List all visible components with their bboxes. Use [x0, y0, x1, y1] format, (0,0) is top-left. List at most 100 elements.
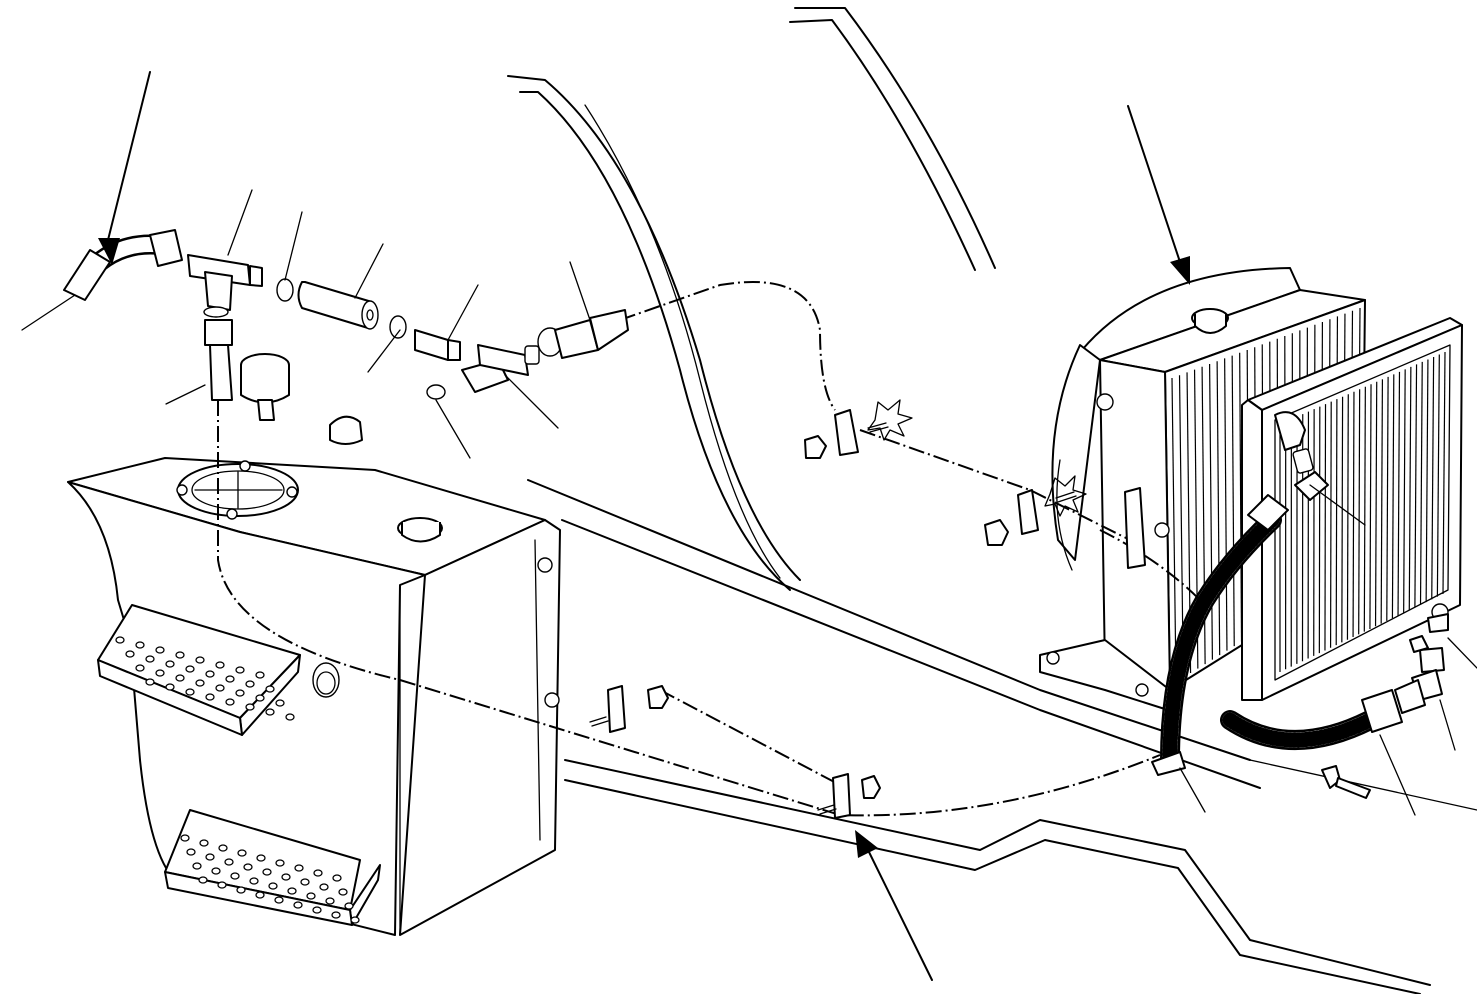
step-hole — [199, 839, 209, 847]
step-hole — [175, 651, 185, 659]
o-ring — [276, 278, 446, 400]
step-hole — [236, 886, 246, 894]
step-hole — [155, 669, 165, 677]
step-hole — [115, 636, 125, 644]
oil-cooler-fins — [1279, 351, 1446, 672]
step-hole — [294, 864, 304, 872]
fin-line — [1171, 377, 1177, 683]
fin-line — [1363, 386, 1366, 632]
fin-line — [1380, 379, 1384, 624]
step-hole — [215, 684, 225, 692]
fin-line — [1397, 371, 1401, 616]
step-hole — [235, 689, 245, 697]
tee-fitting — [187, 254, 263, 318]
step-hole — [224, 858, 234, 866]
fin-line — [1324, 404, 1327, 651]
step-hole — [125, 650, 135, 658]
hose-end-fitting — [537, 309, 629, 359]
fin-line — [1436, 354, 1440, 597]
step-hole — [281, 873, 291, 881]
rubber-hose — [1151, 494, 1289, 776]
arrow-top-right — [1127, 105, 1190, 285]
step-hole — [312, 906, 322, 914]
machine-frame-outline — [507, 7, 1477, 994]
nut — [647, 435, 1341, 799]
step-hole — [205, 853, 215, 861]
fin-line — [1352, 391, 1355, 638]
step-hole — [185, 688, 195, 696]
step-hole — [230, 872, 240, 880]
check-valve — [461, 344, 540, 393]
oil-cooler — [1241, 317, 1463, 701]
step-hole — [332, 874, 342, 882]
step-hole — [313, 869, 323, 877]
step-hole — [325, 897, 335, 905]
step-hole — [237, 849, 247, 857]
step-hole — [350, 916, 360, 924]
filter-element — [297, 281, 379, 330]
tank-step-upper-holes — [115, 636, 295, 721]
step-hole — [217, 881, 227, 889]
rubber-hose-lower — [1220, 679, 1426, 750]
step-hole — [255, 671, 265, 679]
fin-line — [1374, 381, 1378, 627]
step-hole — [338, 888, 348, 896]
fin-line — [1425, 359, 1429, 603]
step-hole — [198, 876, 208, 884]
arrow-top-left — [98, 71, 151, 265]
fin-line — [1358, 389, 1361, 635]
fin-line — [1216, 361, 1221, 656]
fin-line — [1341, 396, 1344, 643]
step-hole — [225, 675, 235, 683]
step-hole — [211, 867, 221, 875]
return-line — [217, 281, 1201, 817]
step-hole — [195, 679, 205, 687]
step-hole — [306, 892, 316, 900]
adapter — [414, 329, 461, 361]
fin-line — [1346, 394, 1349, 640]
step-hole — [225, 698, 235, 706]
step-hole — [255, 694, 265, 702]
step-hole — [195, 656, 205, 664]
filler-cap — [240, 353, 290, 421]
step-hole — [145, 678, 155, 686]
step-hole — [245, 703, 255, 711]
step-hole — [245, 680, 255, 688]
step-hole — [331, 911, 341, 919]
tank-step-lower-holes — [180, 834, 360, 924]
fin-line — [1329, 401, 1332, 648]
step-hole — [249, 877, 259, 885]
step-hole — [165, 683, 175, 691]
step-hole — [180, 834, 190, 842]
step-hole — [205, 693, 215, 701]
step-hole — [344, 902, 354, 910]
step-hole — [274, 896, 284, 904]
fin-line — [1403, 369, 1406, 613]
arrow-bottom — [855, 830, 933, 981]
step-hole — [235, 666, 245, 674]
fin-line — [1335, 399, 1338, 646]
step-hole — [255, 891, 265, 899]
step-hole — [275, 859, 285, 867]
step-hole — [262, 868, 272, 876]
fin-line — [1391, 374, 1395, 619]
step-hole — [256, 854, 266, 862]
step-hole — [268, 882, 278, 890]
step-hole — [185, 665, 195, 673]
step-hole — [285, 713, 295, 721]
step-hole — [135, 641, 145, 649]
fin-line — [1414, 364, 1418, 608]
fin-line — [1408, 366, 1412, 611]
hose-clamp — [607, 409, 1146, 819]
step-hole — [218, 844, 228, 852]
step-hole — [300, 878, 310, 886]
lock-washer — [867, 399, 1087, 517]
fin-line — [1386, 376, 1389, 621]
bolt — [589, 422, 1429, 815]
step-hole — [186, 848, 196, 856]
step-hole — [287, 887, 297, 895]
leader-lines — [21, 189, 1477, 816]
fin-line — [1419, 361, 1423, 605]
elbow-hose-end — [63, 229, 183, 301]
step-hole — [135, 664, 145, 672]
